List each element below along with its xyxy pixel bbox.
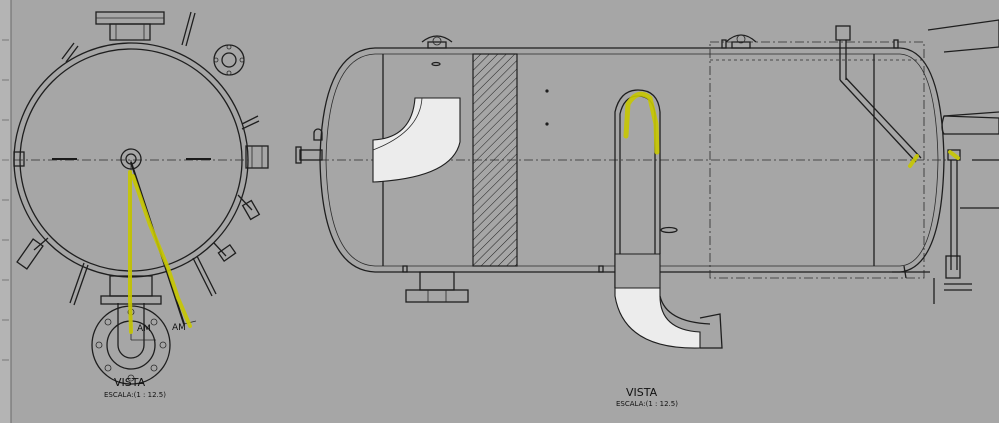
- hatched-baffle: [472, 53, 518, 267]
- side-view-drawing: [295, 19, 999, 349]
- dim-label-am-diagonal: AM: [172, 323, 186, 333]
- inclined-dip-pipe: [835, 25, 922, 163]
- internal-u-pipe: [614, 89, 723, 349]
- side-nozzle-right: [245, 145, 269, 169]
- manhole-flange: [213, 44, 245, 76]
- top-nozzle: [95, 11, 165, 41]
- left-view-title: VISTA: [114, 376, 146, 389]
- left-view-scale: ESCALA:(1 : 12.5): [104, 391, 166, 399]
- vessel-shell: [319, 47, 945, 273]
- right-head-nozzles: [892, 19, 999, 304]
- top-nozzle-right: [725, 34, 757, 49]
- inlet-elbow: [372, 97, 461, 183]
- bottom-outlet-nozzle: [402, 265, 604, 303]
- right-view-scale: ESCALA:(1 : 12.5): [616, 400, 678, 408]
- dim-label-am-vertical: AM: [137, 324, 151, 334]
- end-view-drawing: AM AM: [13, 11, 269, 385]
- radial-nozzles: [13, 11, 269, 306]
- top-nozzle-left: [421, 35, 453, 49]
- right-view-title: VISTA: [626, 386, 658, 399]
- internal-box-outline: [709, 41, 925, 279]
- left-edge-strip: [0, 0, 12, 423]
